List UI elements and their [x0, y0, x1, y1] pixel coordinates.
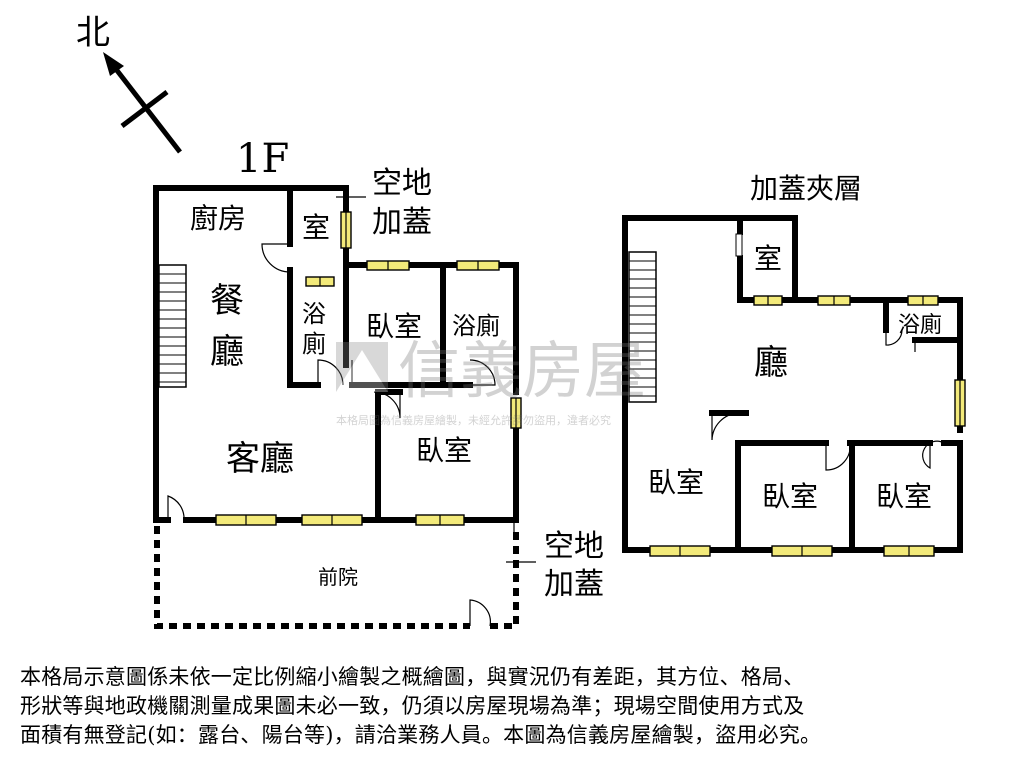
room-bath-right: 浴廁	[452, 312, 500, 340]
watermark-brand: 信義房屋	[398, 334, 646, 407]
room-front-yard: 前院	[318, 565, 358, 589]
front-yard-boundary	[154, 526, 519, 629]
mezzanine-windows	[649, 295, 966, 557]
room-bedroom-bottom: 臥室	[416, 434, 472, 467]
room-kitchen: 廚房	[190, 202, 246, 235]
mezz-room-bath: 浴廁	[898, 313, 942, 338]
floor1-windows	[215, 211, 522, 526]
annex-top-line1: 空地	[372, 166, 432, 201]
disclaimer-line-3: 面積有無登記(如：露台、陽台等)，請洽業務人員。本圖為信義房屋繪製，盜用必究。	[20, 723, 822, 747]
annex-bottom-line1: 空地	[544, 529, 604, 564]
disclaimer-line-2: 形狀等與地政機關測量成果圖未必一致，仍須以房屋現場為準；現場空間使用方式及	[20, 694, 805, 718]
annex-top-line2: 加蓋	[372, 205, 432, 240]
north-arrow-icon	[103, 52, 182, 154]
north-label: 北	[76, 13, 110, 53]
mezzanine-stairs	[628, 251, 657, 403]
mezzanine-doors	[711, 232, 945, 471]
disclaimer-line-1: 本格局示意圖係未依一定比例縮小繪製之概繪圖，與實況仍有差距，其方位、格局、	[20, 665, 805, 689]
room-small-1f: 室	[302, 211, 330, 244]
mezz-room-bedroom-left: 臥室	[648, 466, 704, 499]
watermark-notice: 本格局圖為信義房屋繪製，未經允許請勿盜用，違者必究	[336, 413, 611, 427]
room-dining-2: 廳	[210, 332, 244, 372]
watermark: 信義房屋 本格局圖為信義房屋繪製，未經允許請勿盜用，違者必究	[336, 334, 646, 427]
mezzanine-title: 加蓋夾層	[750, 172, 862, 205]
mezz-room-hall: 廳	[754, 343, 788, 383]
room-bath-left-2: 廁	[302, 330, 326, 358]
annex-bottom-line2: 加蓋	[544, 567, 604, 602]
floor1-doors	[167, 243, 515, 627]
room-bedroom-top: 臥室	[366, 310, 422, 343]
room-dining-1: 餐	[210, 281, 244, 321]
room-living: 客廳	[226, 439, 294, 479]
disclaimer-text: 本格局示意圖係未依一定比例縮小繪製之概繪圖，與實況仍有差距，其方位、格局、 形狀…	[20, 663, 1010, 750]
floor-plan-drawing: 北 1F	[76, 13, 966, 629]
floor1-title: 1F	[236, 136, 289, 182]
room-bath-left-1: 浴	[302, 300, 326, 328]
mezz-room-small: 室	[754, 242, 782, 275]
floor1-stairs	[158, 264, 187, 388]
mezz-room-bedroom-right: 臥室	[876, 480, 932, 513]
mezz-room-bedroom-mid: 臥室	[762, 480, 818, 513]
